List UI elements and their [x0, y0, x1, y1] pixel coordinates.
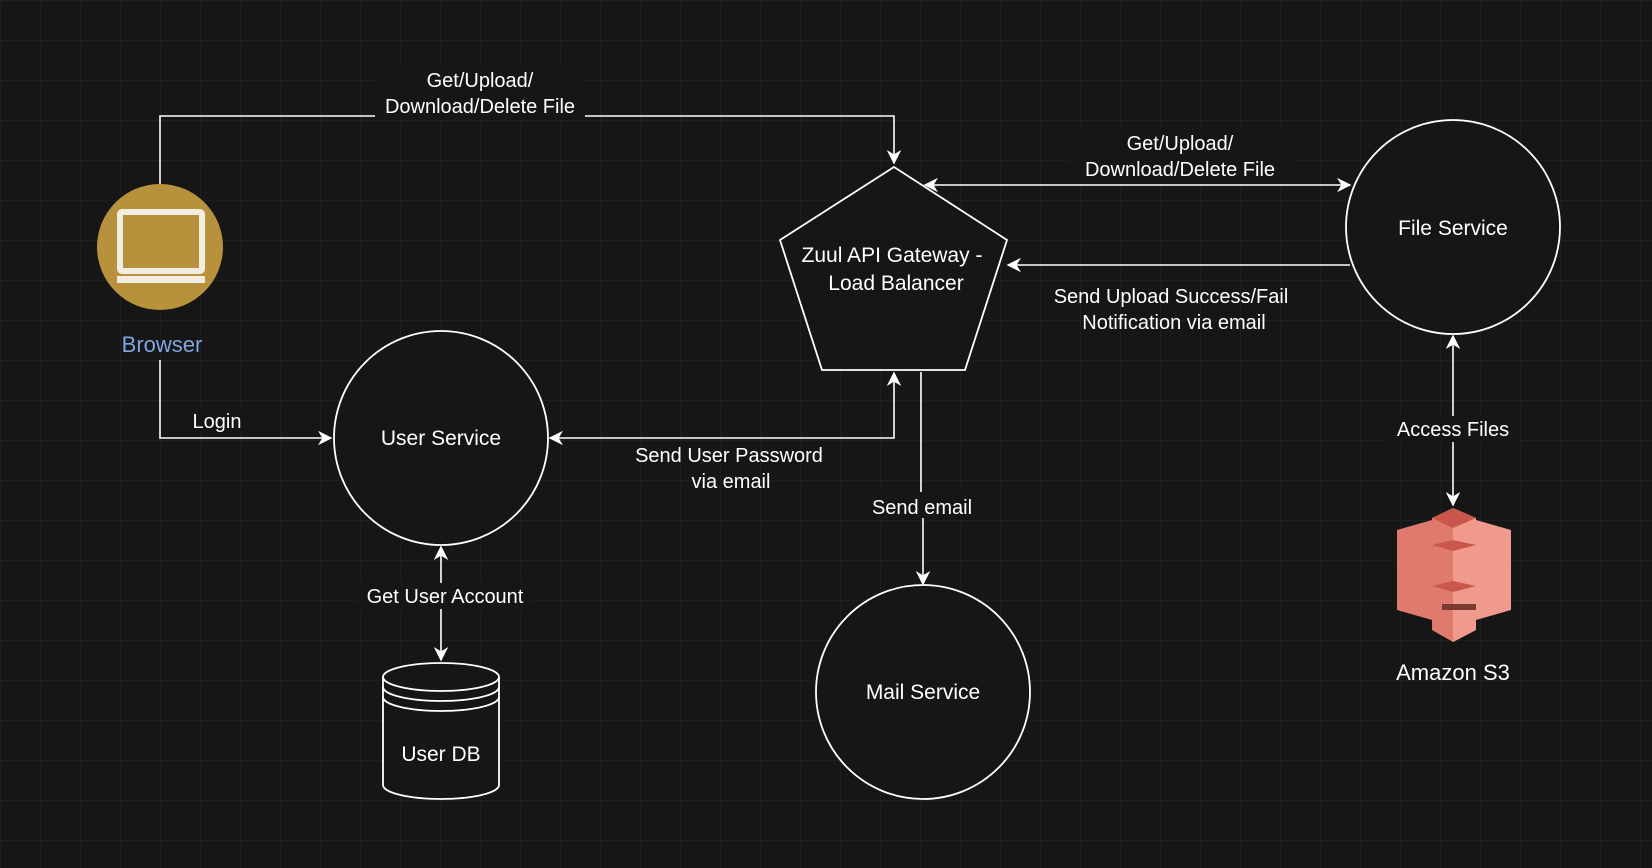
mail-service-label: Mail Service [866, 681, 980, 704]
api-gateway-label-line2: Load Balancer [828, 272, 963, 295]
node-amazon-s3[interactable]: Amazon S3 [1396, 508, 1511, 685]
node-user-db[interactable]: User DB [382, 662, 500, 800]
edge-label-line: Send email [872, 497, 972, 519]
browser-label: Browser [122, 332, 203, 357]
node-api-gateway[interactable]: Zuul API Gateway - Load Balancer [778, 165, 1009, 371]
file-service-shape [1345, 119, 1561, 335]
user-service-shape [333, 330, 549, 546]
edge-label-access-files: Access Files [1386, 416, 1520, 442]
edge-label-line: Access Files [1397, 419, 1509, 441]
edge-label-line: Get User Account [367, 586, 524, 608]
api-gateway-shape [778, 165, 1009, 371]
edge-label-send-email: Send email [866, 492, 978, 519]
mail-service-shape [815, 584, 1031, 800]
database-cylinder-icon [382, 662, 500, 800]
user-db-label: User DB [401, 743, 480, 766]
edge-label-line: via email [692, 471, 771, 493]
user-service-label: User Service [381, 427, 501, 450]
node-browser[interactable]: Browser [97, 184, 223, 357]
edge-label-line: Get/Upload/ [427, 70, 534, 92]
file-service-label: File Service [1398, 217, 1508, 240]
edge-label-login: Login [186, 408, 250, 434]
node-mail-service[interactable]: Mail Service [815, 584, 1031, 800]
node-file-service[interactable]: File Service [1345, 119, 1561, 335]
edge-label-line: Get/Upload/ [1127, 133, 1234, 155]
edge-label-gateway-user-service: Send User Password via email [635, 445, 823, 493]
api-gateway-label-line1: Zuul API Gateway - [802, 244, 983, 267]
edge-label-gateway-file-service: Get/Upload/ Download/Delete File [1070, 128, 1292, 182]
edge-label-line: Send User Password [635, 445, 823, 467]
node-user-service[interactable]: User Service [333, 330, 549, 546]
edge-label-line: Download/Delete File [1085, 159, 1275, 181]
amazon-s3-icon [1397, 508, 1511, 642]
edge-label-line: Download/Delete File [385, 96, 575, 118]
edge-label-get-user-account: Get User Account [358, 583, 530, 609]
edge-label-browser-gateway: Get/Upload/ Download/Delete File [375, 66, 585, 120]
edge-browser-user-service [159, 360, 333, 446]
edge-label-line: Notification via email [1082, 312, 1265, 334]
edge-label-line: Login [193, 411, 242, 433]
amazon-s3-label: Amazon S3 [1396, 660, 1510, 685]
edge-label-line: Send Upload Success/Fail [1054, 286, 1289, 308]
edge-label-file-service-notify: Send Upload Success/Fail Notification vi… [1054, 286, 1289, 334]
edge-gateway-user-service [548, 371, 902, 446]
monitor-icon [117, 209, 205, 283]
